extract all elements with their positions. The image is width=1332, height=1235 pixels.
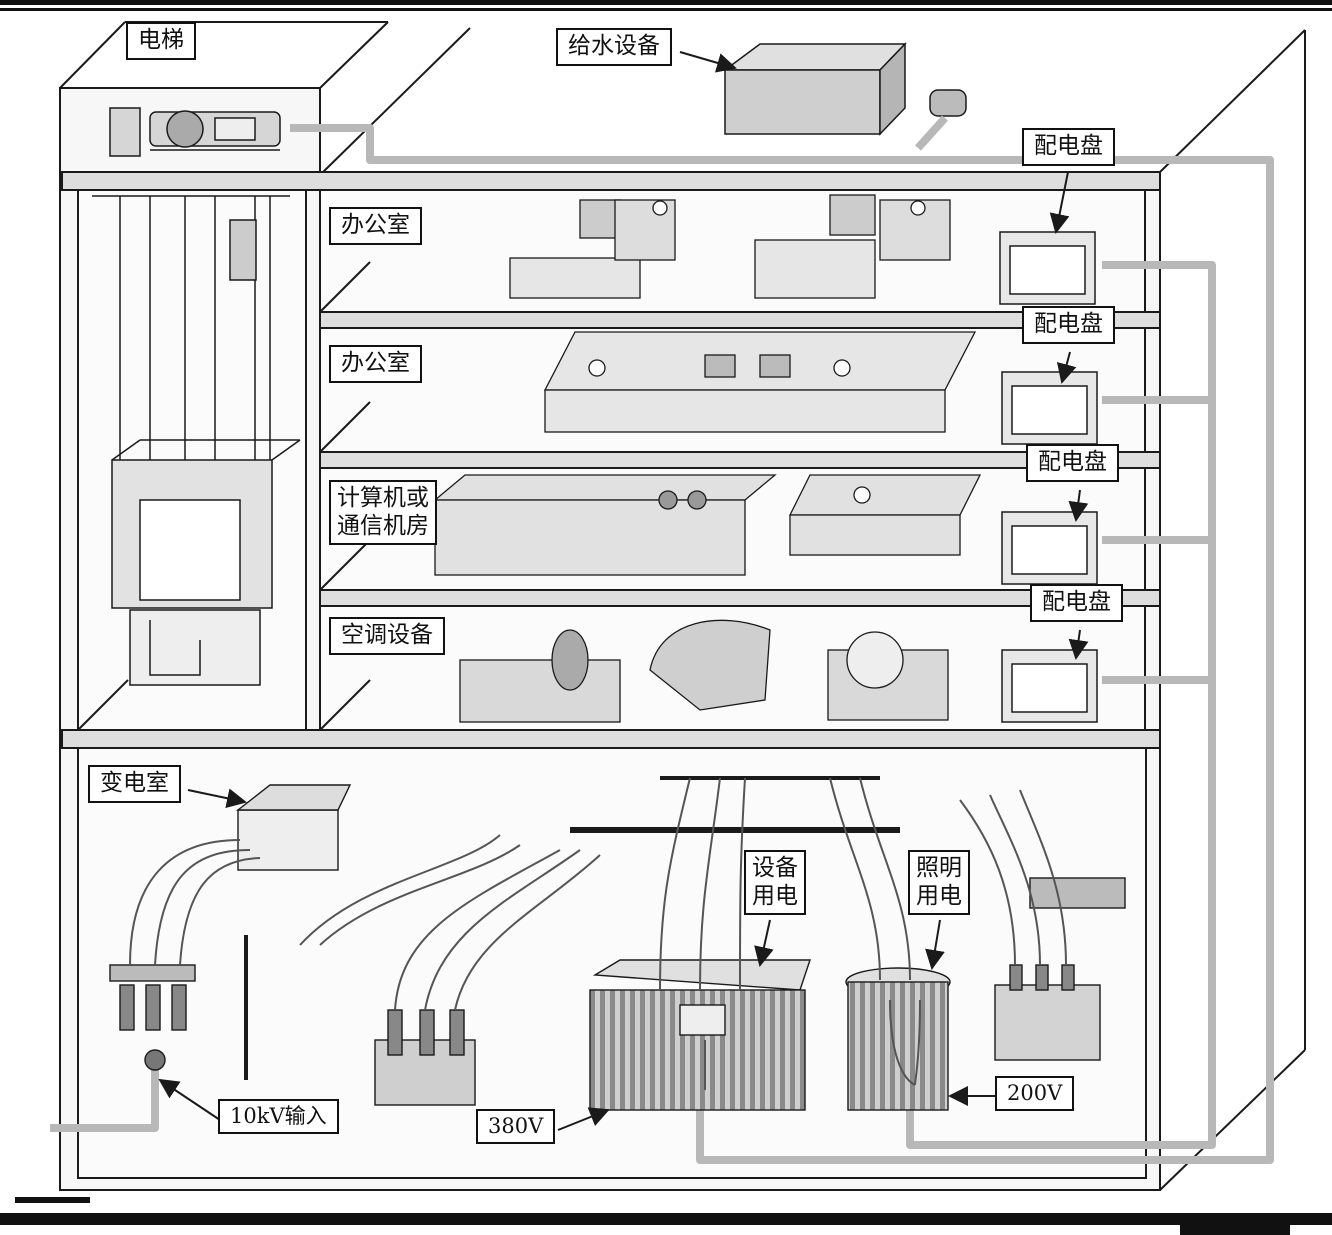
voltage-380-label: 380V: [476, 1109, 556, 1145]
label-leaders: [158, 51, 1089, 1131]
elevator-motor: [109, 107, 281, 157]
equipment-power-label-line1: 设备: [752, 855, 798, 881]
power-cables: [50, 115, 1274, 1164]
office-2-consoles: [543, 331, 977, 433]
substation-equipment: [109, 776, 1126, 1111]
computer-room-equipment: [433, 474, 982, 576]
office-1-label: 办公室: [329, 207, 422, 245]
air-conditioning-label: 空调设备: [329, 617, 445, 655]
water-tank: [722, 42, 967, 136]
distribution-cabinets: [999, 231, 1098, 723]
lighting-power-label: 照明 用电: [908, 850, 970, 916]
voltage-200-label: 200V: [995, 1076, 1075, 1112]
office-2-label: 办公室: [329, 345, 422, 383]
air-conditioning-equipment: [459, 619, 949, 723]
lighting-power-label-line1: 照明: [916, 855, 962, 881]
computer-room-label-line2: 通信机房: [337, 512, 429, 539]
panel-1-label: 配电盘: [1022, 128, 1115, 166]
office-1-workstations: [509, 194, 951, 299]
input-10kv-label: 10kV输入: [218, 1099, 339, 1135]
substation-wiring: [129, 777, 1067, 1090]
panel-4-label: 配电盘: [1030, 584, 1123, 622]
top-border: [0, 0, 1332, 11]
panel-2-label: 配电盘: [1022, 306, 1115, 344]
water-supply-label: 给水设备: [556, 28, 672, 66]
equipment-power-label: 设备 用电: [744, 850, 806, 916]
bottom-border: [0, 1197, 1332, 1235]
panel-3-label: 配电盘: [1026, 444, 1119, 482]
elevator-shaft: [92, 195, 301, 686]
computer-room-label-line1: 计算机或: [337, 485, 429, 511]
computer-room-label: 计算机或 通信机房: [329, 480, 437, 546]
elevator-label: 电梯: [126, 22, 196, 60]
lighting-power-label-line2: 用电: [916, 882, 962, 909]
substation-label: 变电室: [88, 765, 181, 803]
equipment-power-label-line2: 用电: [752, 882, 798, 909]
